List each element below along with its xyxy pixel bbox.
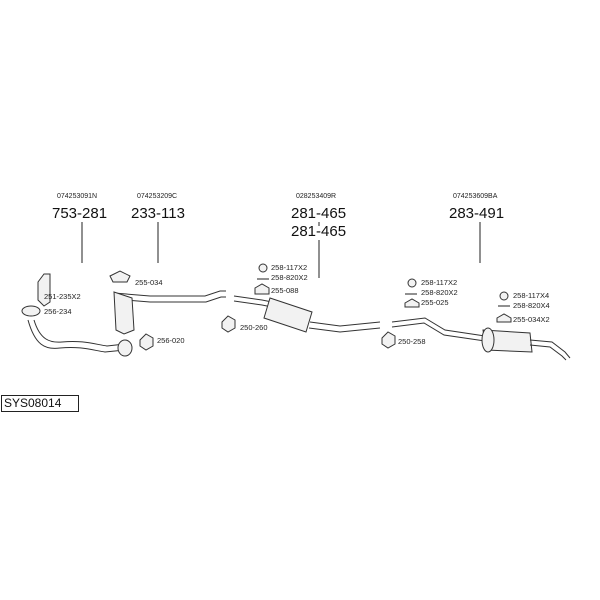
oe-number-3: 028253409R [296, 193, 336, 200]
accessory-label: 258-117X4 [513, 291, 549, 300]
center-silencer-illustration [221, 263, 381, 333]
clamp-256-020-icon [139, 333, 154, 351]
front-pipe-illustration [21, 273, 133, 357]
part-number-3b: 281-465 [291, 223, 346, 240]
clamp-250-260-icon [221, 315, 236, 333]
accessory-label: 250-258 [398, 337, 426, 346]
oe-number-1: 074253091N [57, 193, 97, 200]
hanger-255-025-icon [404, 298, 420, 308]
intermediate-pipe-illustration [109, 270, 226, 351]
ring-258-117-icon [258, 263, 268, 273]
accessory-label: 255-088 [271, 286, 299, 295]
accessory-label: 255-025 [421, 298, 449, 307]
hanger-255-034-icon [109, 270, 131, 283]
part-number-3a: 281-465 [291, 205, 346, 222]
accessory-label: 255-034 [135, 278, 163, 287]
accessory-label: 258-820X2 [271, 273, 308, 282]
accessory-label: 258-117X2 [421, 278, 457, 287]
rear-silencer-illustration [381, 278, 571, 361]
system-code-label: SYS08014 [1, 395, 79, 412]
hanger-255-034-icon [496, 313, 512, 323]
gasket-251-235-icon [37, 273, 51, 307]
accessory-label: 250-260 [240, 323, 268, 332]
ring-258-117-icon [499, 291, 509, 301]
part-number-1: 753-281 [52, 205, 107, 222]
part-number-4: 283-491 [449, 205, 504, 222]
accessory-label: 258-117X2 [271, 263, 307, 272]
accessory-label: 255-034X2 [513, 315, 550, 324]
ring-258-117-icon [407, 278, 417, 288]
accessory-label: 251-235X2 [44, 292, 81, 301]
hanger-255-088-icon [254, 283, 270, 295]
accessory-label: 256-020 [157, 336, 185, 345]
clamp-250-258-icon [381, 331, 396, 349]
accessory-label: 258-820X2 [421, 288, 458, 297]
oe-number-4: 074253609BA [453, 193, 498, 200]
accessory-label: 258-820X4 [513, 301, 550, 310]
oe-number-2: 074253209C [137, 193, 177, 200]
part-number-2: 233-113 [131, 205, 185, 222]
accessory-label: 256-234 [44, 307, 72, 316]
ring-256-234-icon [21, 305, 41, 317]
